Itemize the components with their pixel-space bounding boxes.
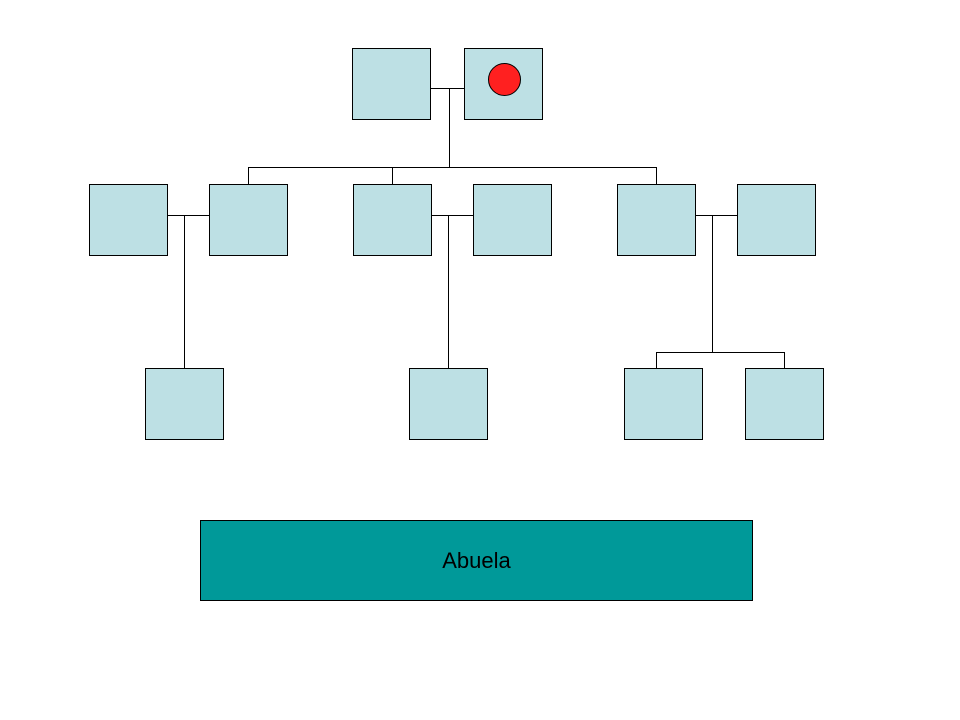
sibling-bar-gen3 [656,352,785,353]
node-grandchild-3 [624,368,703,440]
descent-line-child-2 [448,215,449,368]
descent-line-child-3 [712,215,713,352]
caption-box: Abuela [200,520,753,601]
drop-to-grandchild-3 [656,352,657,368]
node-grandchild-2 [409,368,488,440]
node-grandchild-1 [145,368,224,440]
couple-line-child-1 [167,215,209,216]
node-child-2-spouse [473,184,552,256]
drop-to-child-1 [248,167,249,184]
drop-to-grandchild-4 [784,352,785,368]
couple-line-gen1 [431,88,464,89]
node-child-1 [89,184,168,256]
node-child-3-spouse [737,184,816,256]
node-child-1-spouse [209,184,288,256]
node-grandchild-4 [745,368,824,440]
node-grandfather [352,48,431,120]
couple-line-child-2 [431,215,473,216]
descent-line-child-1 [184,215,185,368]
sibling-bar-gen2 [248,167,657,168]
couple-line-child-3 [695,215,737,216]
node-child-3 [617,184,696,256]
node-child-2 [353,184,432,256]
descent-line-gen1 [449,88,450,168]
drop-to-child-3 [656,167,657,184]
drop-to-child-2 [392,167,393,184]
caption-label: Abuela [442,547,511,573]
red-circle-marker [488,63,521,96]
